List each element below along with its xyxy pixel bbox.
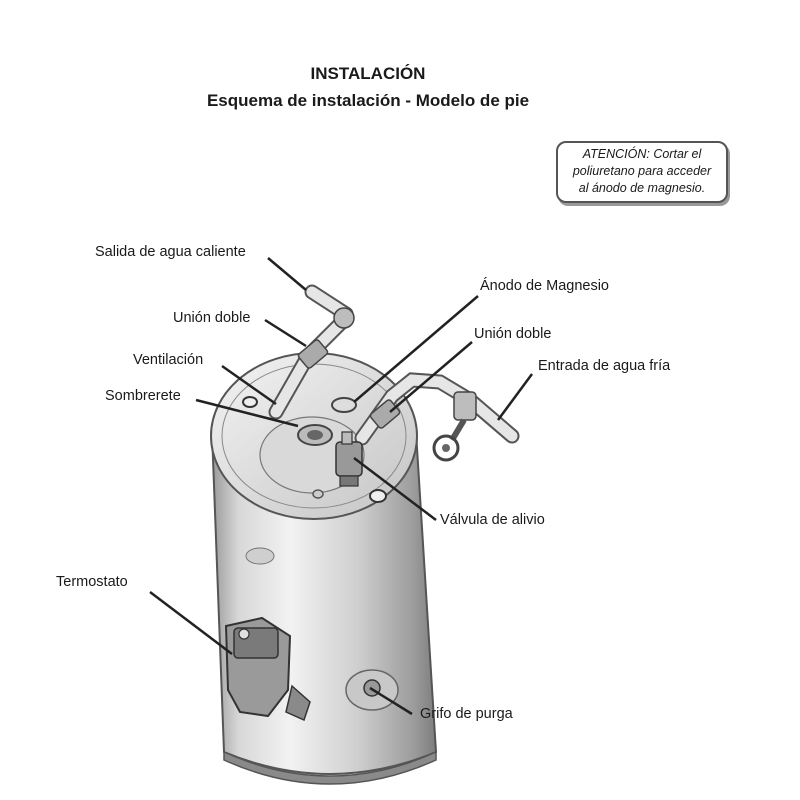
page-title: INSTALACIÓN <box>310 64 426 83</box>
attention-note-line-1: ATENCIÓN: Cortar el <box>582 147 702 161</box>
leader-ventilation <box>221 364 277 406</box>
leader-relief-valve <box>353 457 437 521</box>
attention-note-line-2: poliuretano para acceder <box>572 164 712 178</box>
label-union-left: Unión doble <box>173 310 251 326</box>
anode-port <box>331 397 357 413</box>
leader-union-right <box>389 341 473 413</box>
label-union-right: Unión doble <box>474 326 552 342</box>
label-anode: Ánodo de Magnesio <box>480 278 609 294</box>
relief-valve <box>335 431 363 487</box>
label-cold-water-inlet: Entrada de agua fría <box>538 358 671 374</box>
label-relief-valve: Válvula de alivio <box>440 512 545 528</box>
hot-water-pipe <box>268 284 355 420</box>
attention-note: ATENCIÓN: Cortar el poliuretano para acc… <box>556 141 728 203</box>
page-subtitle: Esquema de instalación - Modelo de pie <box>206 91 530 110</box>
leader-lines <box>149 257 534 716</box>
leader-cold-water-inlet <box>496 373 534 421</box>
leader-thermostat <box>149 591 233 655</box>
leader-union-left <box>264 318 307 348</box>
label-thermostat: Termostato <box>56 574 128 590</box>
label-drain-valve: Grifo de purga <box>420 706 513 722</box>
leader-hot-water-outlet <box>267 257 307 291</box>
thermostat-unit <box>224 616 311 722</box>
brand-badge <box>245 547 275 565</box>
cold-water-valve-handle <box>432 434 460 462</box>
leader-drain-valve <box>369 686 413 716</box>
tank-top <box>210 352 418 520</box>
union-right <box>369 399 401 429</box>
leader-anode <box>353 295 479 403</box>
label-hot-water-outlet: Salida de agua caliente <box>95 244 246 260</box>
leader-cap <box>195 398 299 428</box>
attention-note-line-3: al ánodo de magnesio. <box>578 181 706 195</box>
label-cap: Sombrerete <box>105 388 181 404</box>
label-ventilation: Ventilación <box>133 352 204 368</box>
union-left <box>297 339 329 369</box>
